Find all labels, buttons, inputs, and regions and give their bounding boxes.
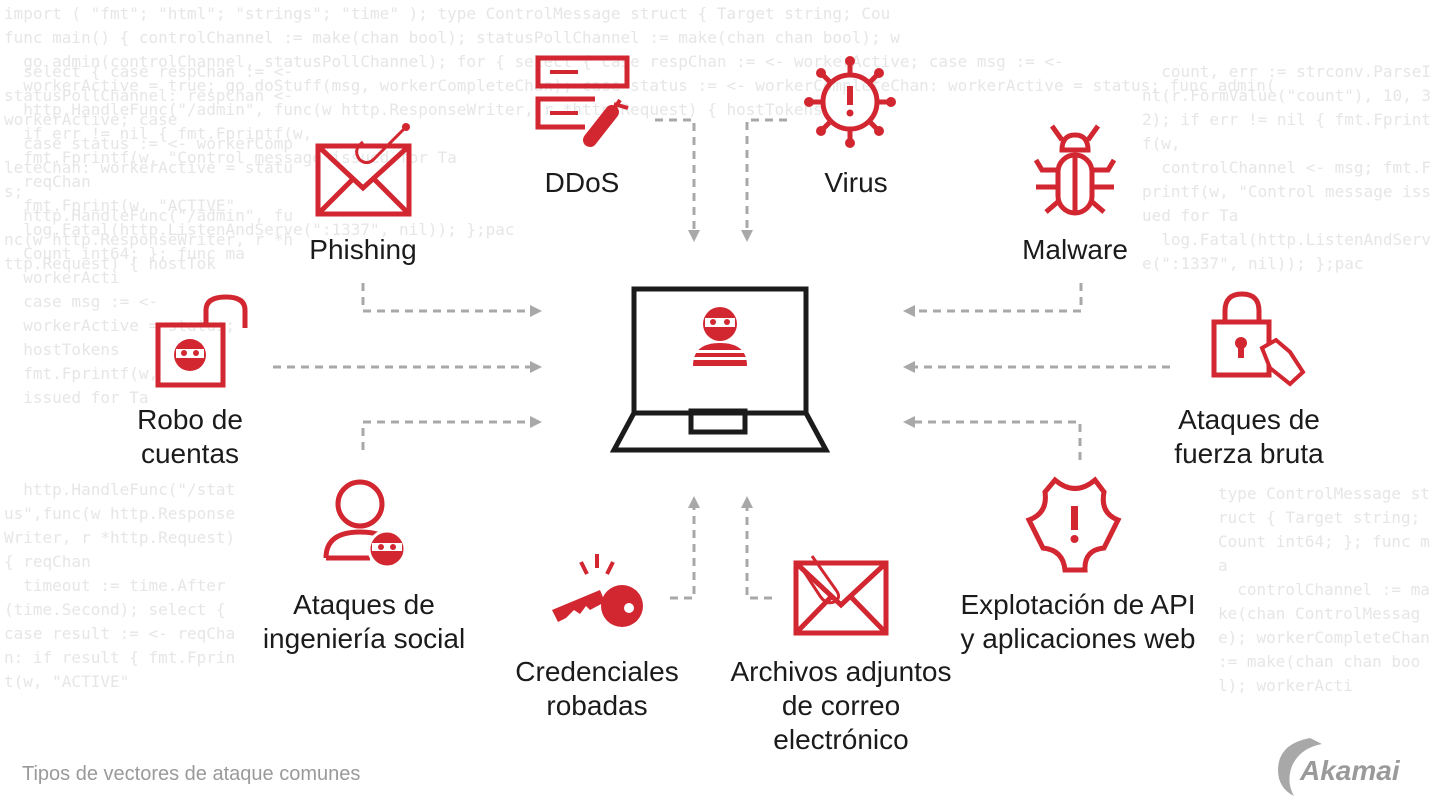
label-credenciales: Credenciales robadas [515,655,678,723]
phishing-envelope-hook-icon [315,123,412,217]
code-line: case msg := <- [4,292,159,311]
code-line: count, err := strconv.ParseInt(r.FormVal… [1142,62,1431,153]
arrow-api [903,416,1082,460]
code-line: select { case respChan := <- statusPollC… [4,62,293,129]
label-malware: Malware [1022,234,1128,265]
label-line: y aplicaciones web [960,623,1196,654]
label-api: Explotación de API y aplicaciones web [960,588,1195,656]
arrow-adjuntos [741,496,772,600]
arrow-malware [903,283,1083,317]
label-line: de correo [781,690,901,721]
social-engineering-user-icon [323,479,407,569]
email-attachment-icon [793,555,889,636]
ddos-server-bomb-icon [535,55,630,147]
code-line: log.Fatal(http.ListenAndServe(":1337", n… [1142,230,1431,273]
background-code-region: import ( "fmt"; "html"; "strings"; "time… [4,2,1436,410]
code-line: fmt.Fprint(w, "ACTIVE" [4,196,236,215]
code-line: workerActive = true; go doStuff(msg, wor… [4,76,1276,95]
code-line: type ControlMessage struct { Target stri… [1218,484,1430,575]
code-line: http.HandleFunc("/admin", func(w http.Re… [4,206,293,273]
label-ddos: DDoS [544,167,620,198]
code-line: workerActi [4,268,120,287]
code-line: controlChannel <- msg; fmt.Fprintf(w, "C… [1142,158,1431,225]
label-line: Robo de [137,404,243,435]
background-code-region: count, err := strconv.ParseInt(r.FormVal… [1142,60,1436,280]
label-line: electrónico [773,724,909,755]
code-line: go admin(controlChannel, statusPollChann… [4,52,1064,71]
brute-force-lock-hand-icon [1211,291,1306,387]
background-code-region: type ControlMessage struct { Target stri… [1218,482,1436,722]
api-exploit-alert-icon [1025,476,1122,573]
code-line: fmt.Fprintf(w, "Control message issued f… [4,148,457,167]
code-line: timeout := time.After(time.Second); sele… [4,576,236,691]
code-line: fmt.Fprintf(w, [4,364,159,383]
label-line: Ataques de [1178,404,1320,435]
label-line: ingeniería social [262,623,466,654]
background-code-region: select { case respChan := <- statusPollC… [4,60,300,294]
label-line: fuerza bruta [1174,438,1324,469]
code-line: issued for Ta [4,388,149,407]
label-line: Archivos adjuntos [730,656,952,687]
label-ingenieria-social: Ataques de ingeniería social [263,588,465,656]
label-line: Ataques de [293,589,435,620]
code-line: log.Fatal(http.ListenAndServe(":1337", n… [4,220,515,239]
label-line: robadas [546,690,648,721]
malware-bug-icon [1033,124,1117,216]
label-adjuntos: Archivos adjuntos de correo electrónico [730,655,951,757]
virus-icon [804,56,896,148]
hacker-icon [693,307,747,366]
label-robo-cuentas: Robo de cuentas [137,403,243,471]
code-line: http.HandleFunc("/status",func(w http.Re… [4,480,236,571]
arrow-virus [741,118,787,242]
arrow-phishing [361,283,542,317]
label-line: Credenciales [515,656,679,687]
akamai-logo-swoosh-icon [1278,738,1322,796]
label-phishing: Phishing [309,234,417,265]
diagram-caption: Tipos de vectores de ataque comunes [22,763,361,785]
background-code-region: http.HandleFunc("/status",func(w http.Re… [4,478,240,744]
arrow-credenciales [670,496,700,600]
code-line: controlChannel := make(chan ControlMessa… [1218,580,1430,695]
code-line: http.HandleFunc("/admin", func(w http.Re… [4,100,823,119]
account-theft-lock-icon [155,294,248,388]
code-line: import ( "fmt"; "html"; "strings"; "time… [4,4,891,23]
label-fuerza-bruta: Ataques de fuerza bruta [1174,403,1323,471]
label-line: Explotación de API [960,589,1196,620]
label-virus: Virus [824,167,888,198]
label-line: cuentas [140,438,240,469]
laptop-icon [609,286,831,453]
code-line: if err != nil { fmt.Fprintf(w, [4,124,313,143]
arrow-ingenieria-social [361,416,542,450]
code-line: case status := <- workerCompleteChan: wo… [4,134,293,201]
arrow-ddos [655,118,700,242]
akamai-logo: Akamai [1300,755,1400,786]
code-line: Count int64; }; func ma [4,244,245,263]
stolen-key-icon [552,554,643,627]
code-line: func main() { controlChannel := make(cha… [4,28,900,47]
code-line: reqChan [4,172,91,191]
code-line: hostTokens [4,340,120,359]
